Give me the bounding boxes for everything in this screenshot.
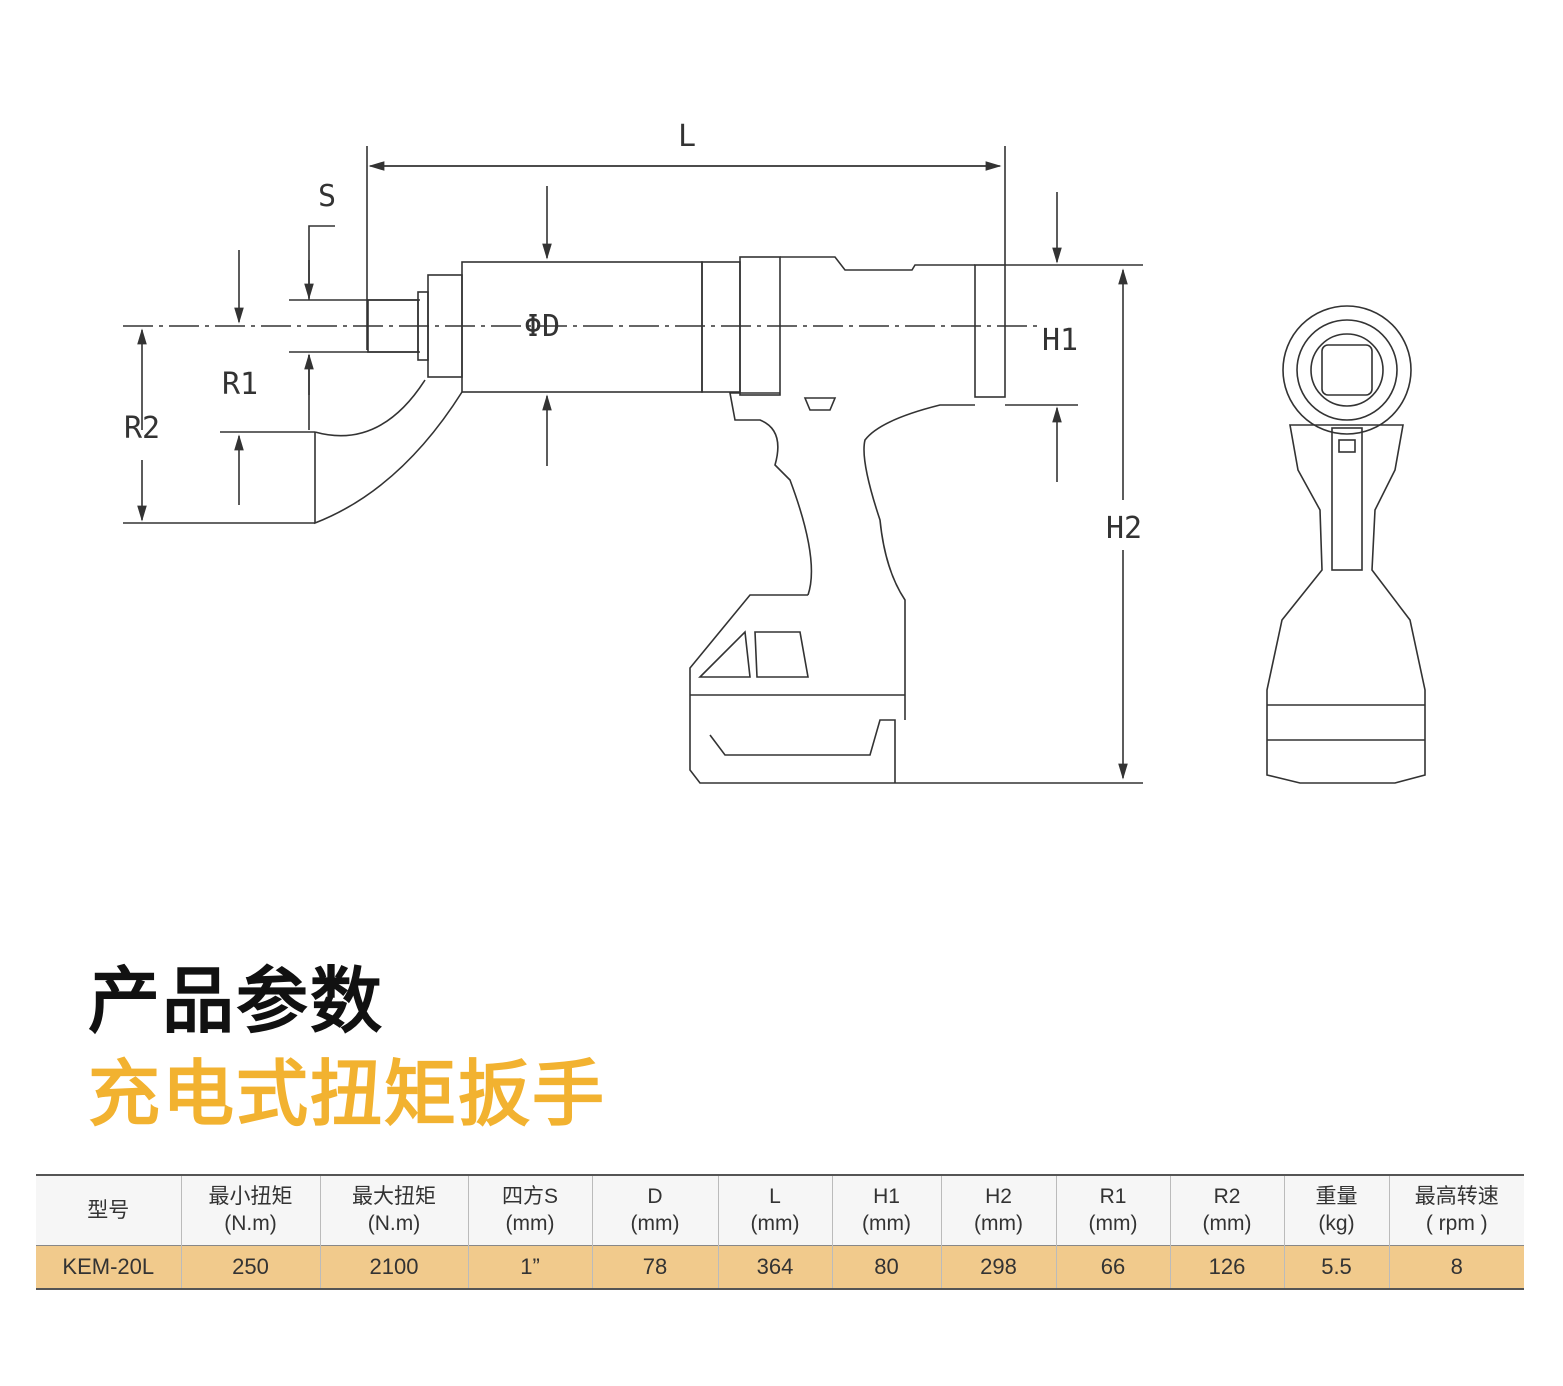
header-line1: R2 (1213, 1185, 1241, 1209)
column-header: 四方S (mm) (467, 1175, 592, 1245)
column-header: R2 (mm) (1169, 1175, 1284, 1245)
table-cell: 364 (717, 1245, 832, 1289)
table-cell: 126 (1169, 1245, 1284, 1289)
column-header: 型号 (36, 1175, 181, 1245)
header-line1: R1 (1099, 1185, 1127, 1209)
label-D: ΦD (524, 309, 560, 344)
header-unit: (mm) (630, 1212, 680, 1236)
header-unit: (mm) (862, 1212, 911, 1236)
table-cell: 66 (1055, 1245, 1170, 1289)
column-header: D (mm) (591, 1175, 718, 1245)
column-header: 最大扭矩 (N.m) (319, 1175, 468, 1245)
label-H1: H1 (1042, 323, 1078, 358)
column-header: H2 (mm) (940, 1175, 1056, 1245)
product-name: 充电式扭矩扳手 (88, 1052, 607, 1136)
column-header: H1 (mm) (831, 1175, 941, 1245)
column-header: 最小扭矩 (N.m) (180, 1175, 320, 1245)
section-title: 产品参数 (88, 959, 385, 1043)
header-line1: H2 (985, 1185, 1012, 1209)
tool-dimension-drawing: L S ΦD H1 H2 R1 R2 (123, 119, 1426, 784)
header-unit: (N.m) (224, 1212, 277, 1236)
label-L: L (678, 119, 696, 154)
table-cell: 80 (831, 1245, 941, 1289)
header-unit: (mm) (750, 1212, 800, 1236)
header-line1: 最小扭矩 (208, 1185, 293, 1209)
header-line1: L (769, 1185, 781, 1209)
table-cell: 1” (467, 1245, 592, 1289)
header-unit: (mm) (1088, 1212, 1138, 1236)
label-S: S (318, 179, 336, 214)
table-cell: 250 (180, 1245, 320, 1289)
column-header: 重量 (kg) (1283, 1175, 1389, 1245)
header-line1: 最大扭矩 (352, 1185, 436, 1209)
label-R2: R2 (124, 411, 160, 446)
header-line1: D (647, 1185, 663, 1209)
header-line1: 四方S (501, 1185, 558, 1209)
table-cell: 298 (940, 1245, 1056, 1289)
table-header-row: 型号 最小扭矩 (N.m) 最大扭矩 (N.m) 四方S (mm) D (mm) L (mm) H1 (… (36, 1175, 1524, 1245)
header-unit: (kg) (1318, 1212, 1355, 1236)
header-line1: 重量 (1315, 1185, 1358, 1209)
column-header: L (mm) (717, 1175, 832, 1245)
table-cell: KEM-20L (62, 1254, 155, 1280)
spec-table: 型号 最小扭矩 (N.m) 最大扭矩 (N.m) 四方S (mm) D (mm) L (mm) H1 (… (36, 1174, 1524, 1290)
table-cell: 2100 (319, 1245, 468, 1289)
label-R1: R1 (222, 367, 258, 402)
header-line1: 最高转速 (1414, 1185, 1499, 1209)
table-cell: 8 (1388, 1245, 1524, 1289)
header-unit: (mm) (505, 1212, 555, 1236)
header-unit: (mm) (1202, 1212, 1252, 1236)
table-cell: 5.5 (1283, 1245, 1389, 1289)
label-H2: H2 (1106, 511, 1142, 546)
header-line1: H1 (873, 1185, 900, 1209)
table-cell: 78 (591, 1245, 718, 1289)
header-unit: (N.m) (367, 1212, 421, 1236)
header-line1: 型号 (87, 1198, 130, 1222)
header-unit: ( rpm ) (1425, 1212, 1488, 1236)
column-header: 最高转速 ( rpm ) (1388, 1175, 1524, 1245)
column-header: R1 (mm) (1055, 1175, 1170, 1245)
header-unit: (mm) (974, 1212, 1023, 1236)
